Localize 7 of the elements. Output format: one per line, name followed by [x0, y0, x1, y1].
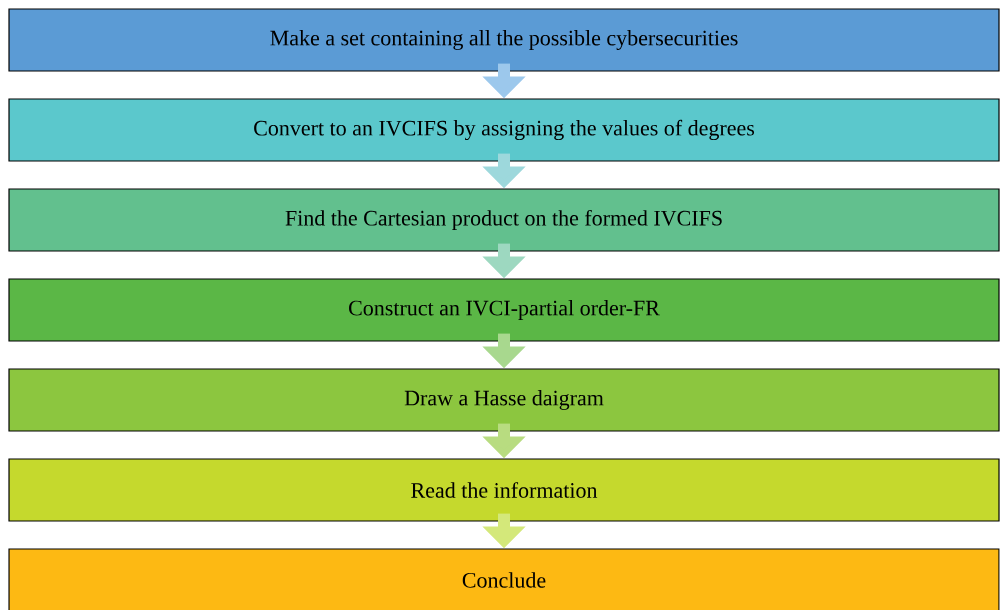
- process-box: Draw a Hasse daigram: [8, 368, 1000, 432]
- process-box: Read the information: [8, 458, 1000, 522]
- process-box: Convert to an IVCIFS by assigning the values of degrees: [8, 98, 1000, 162]
- process-box: Make a set containing all the possible cybersecurities: [8, 8, 1000, 72]
- process-box: Conclude: [8, 548, 1000, 610]
- process-box: Construct an IVCI-partial order-FR: [8, 278, 1000, 342]
- process-box: Find the Cartesian product on the formed IVCIFS: [8, 188, 1000, 252]
